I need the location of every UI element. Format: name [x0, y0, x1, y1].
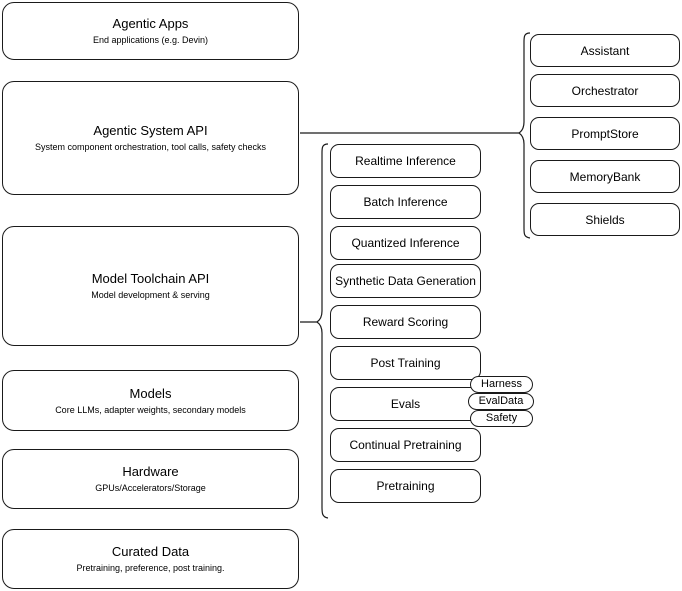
component-label: MemoryBank [569, 169, 641, 184]
capability-synthetic-data-generation[interactable]: Synthetic Data Generation [330, 264, 481, 298]
layer-subtitle: GPUs/Accelerators/Storage [95, 483, 206, 493]
eval-pill-label: Harness [481, 378, 522, 390]
layer-title: Curated Data [111, 544, 190, 559]
layer-title: Agentic System API [93, 123, 208, 138]
capability-label: Post Training [370, 356, 441, 370]
eval-pill-evaldata[interactable]: EvalData [468, 393, 534, 410]
capability-batch-inference[interactable]: Batch Inference [330, 185, 481, 219]
component-label: Assistant [580, 43, 630, 58]
capability-label: Pretraining [376, 479, 435, 493]
component-label: PromptStore [571, 126, 639, 141]
layer-title: Hardware [122, 464, 179, 479]
system-component-memorybank[interactable]: MemoryBank [530, 160, 680, 193]
capability-quantized-inference[interactable]: Quantized Inference [330, 226, 481, 260]
capability-reward-scoring[interactable]: Reward Scoring [330, 305, 481, 339]
stack-layer-curated-data[interactable]: Curated Data Pretraining, preference, po… [2, 529, 299, 589]
stack-layer-model-toolchain-api[interactable]: Model Toolchain API Model development & … [2, 226, 299, 346]
capability-label: Evals [390, 397, 421, 411]
eval-pill-label: EvalData [478, 395, 524, 407]
component-label: Shields [585, 212, 625, 227]
brace-toolchain-capabilities [315, 143, 329, 519]
layer-subtitle: Pretraining, preference, post training. [76, 563, 225, 573]
layer-title: Models [129, 385, 172, 401]
capability-label: Batch Inference [363, 195, 448, 209]
layer-subtitle: End applications (e.g. Devin) [92, 35, 209, 45]
eval-pill-label: Safety [485, 412, 518, 424]
component-label: Orchestrator [571, 83, 639, 98]
system-component-orchestrator[interactable]: Orchestrator [530, 74, 680, 107]
capability-label: Continual Pretraining [349, 438, 462, 452]
stack-layer-hardware[interactable]: Hardware GPUs/Accelerators/Storage [2, 449, 299, 509]
system-component-assistant[interactable]: Assistant [530, 34, 680, 67]
capability-realtime-inference[interactable]: Realtime Inference [330, 144, 481, 178]
capability-label: Reward Scoring [362, 315, 449, 329]
capability-label: Realtime Inference [355, 154, 456, 168]
eval-pill-safety[interactable]: Safety [470, 410, 533, 427]
capability-label: Synthetic Data Generation [335, 274, 476, 288]
stack-layer-agentic-system-api[interactable]: Agentic System API System component orch… [2, 81, 299, 195]
capability-evals[interactable]: Evals [330, 387, 481, 421]
capability-label: Quantized Inference [351, 236, 460, 250]
layer-title: Model Toolchain API [91, 271, 210, 286]
system-component-promptstore[interactable]: PromptStore [530, 117, 680, 150]
capability-post-training[interactable]: Post Training [330, 346, 481, 380]
layer-subtitle: Model development & serving [91, 290, 210, 300]
eval-pill-harness[interactable]: Harness [470, 376, 533, 393]
layer-subtitle: Core LLMs, adapter weights, secondary mo… [55, 404, 246, 415]
layer-title: Agentic Apps [112, 16, 189, 31]
capability-pretraining[interactable]: Pretraining [330, 469, 481, 503]
stack-layer-models[interactable]: Models Core LLMs, adapter weights, secon… [2, 370, 299, 431]
stack-layer-agentic-apps[interactable]: Agentic Apps End applications (e.g. Devi… [2, 2, 299, 60]
capability-continual-pretraining[interactable]: Continual Pretraining [330, 428, 481, 462]
brace-system-components [517, 32, 531, 239]
layer-subtitle: System component orchestration, tool cal… [34, 142, 267, 152]
system-component-shields[interactable]: Shields [530, 203, 680, 236]
